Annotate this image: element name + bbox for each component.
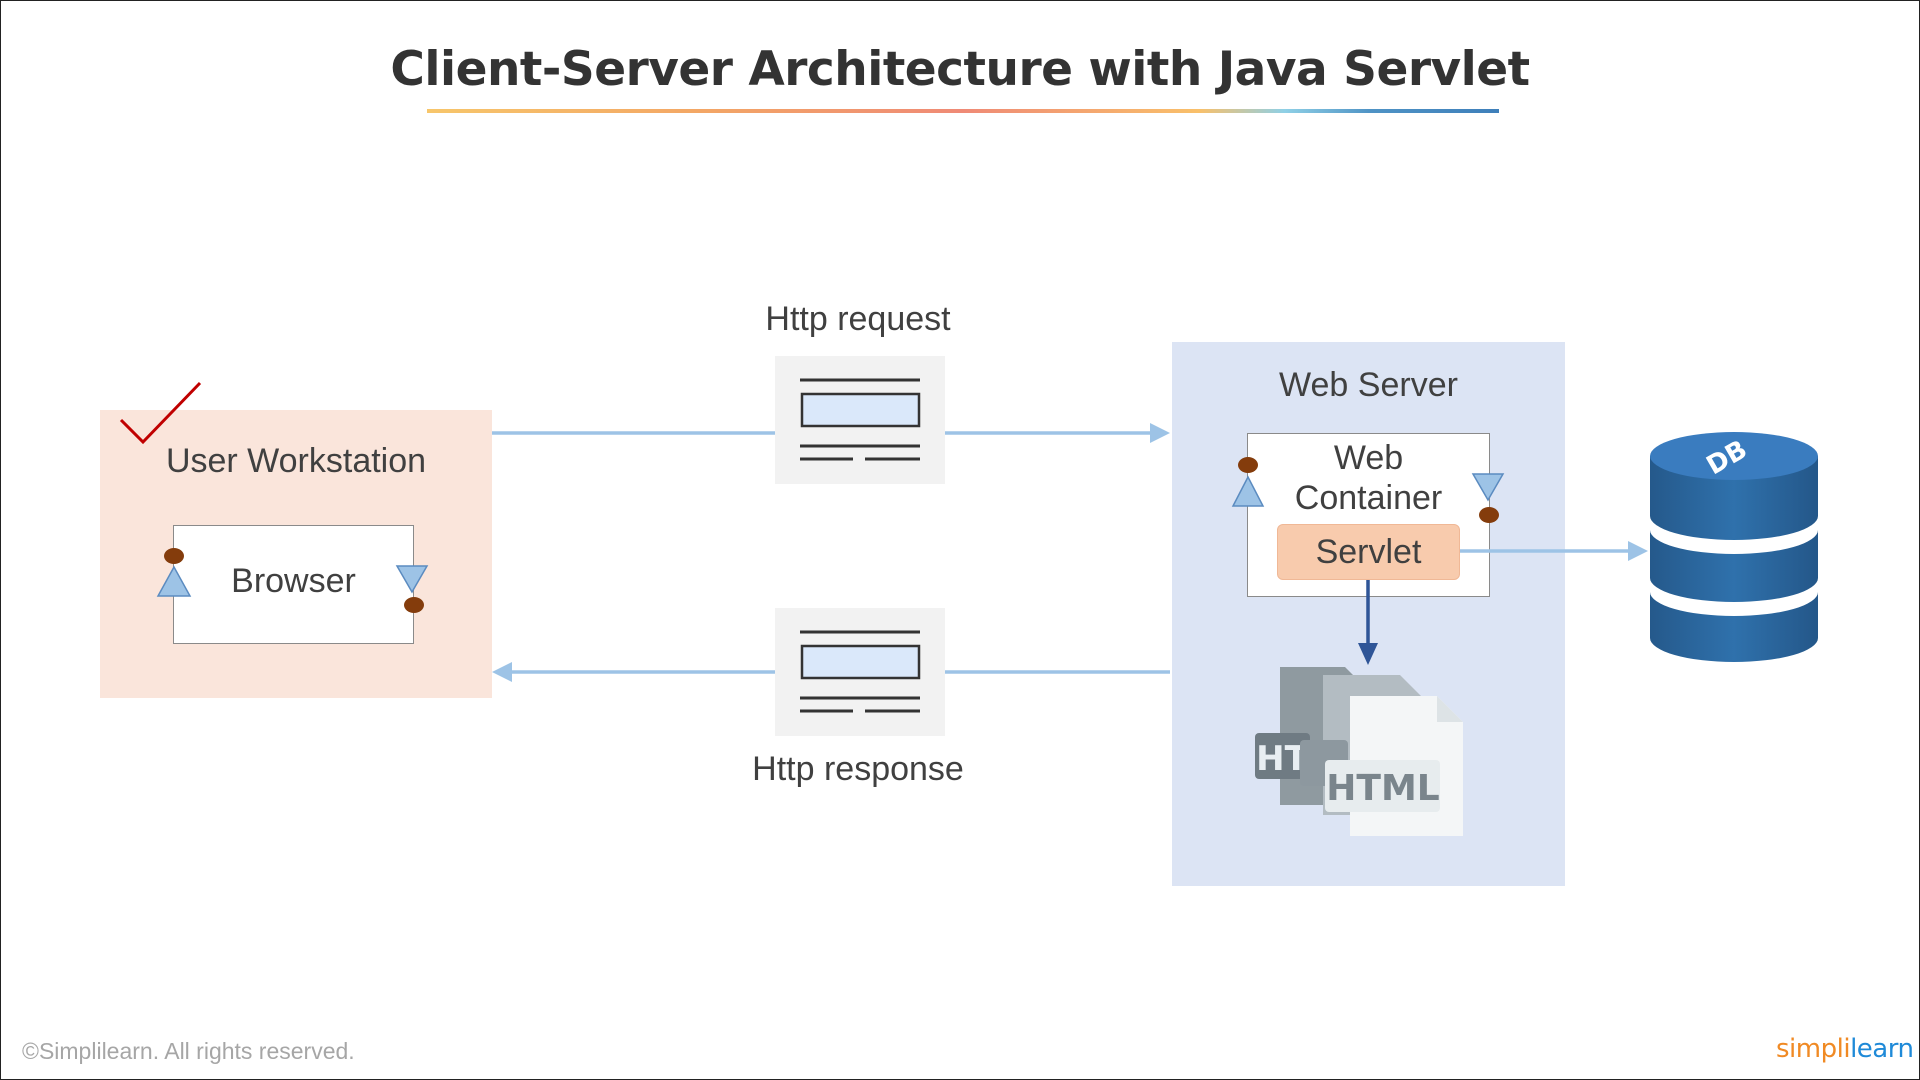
servlet-to-html-arrow xyxy=(1358,580,1378,665)
container-input-port-icon xyxy=(1231,457,1265,507)
slide-title: Client-Server Architecture with Java Ser… xyxy=(390,42,1530,97)
logo-part-simpl: simpl xyxy=(1776,1034,1844,1064)
http-response-label: Http response xyxy=(752,750,964,788)
http-response-arrow xyxy=(492,662,1170,682)
copyright-footer: ©Simplilearn. All rights reserved. xyxy=(22,1038,355,1064)
http-request-arrow xyxy=(492,423,1170,443)
html-back-label: HT xyxy=(1256,739,1308,779)
browser-output-port-icon xyxy=(395,565,429,613)
web-container-label-line1: Web xyxy=(1333,439,1404,477)
browser-label: Browser xyxy=(231,562,356,600)
html-doc-label: HTML xyxy=(1326,768,1439,809)
web-server-label: Web Server xyxy=(1279,366,1458,404)
checkmark-icon xyxy=(119,381,202,445)
web-container-label-line2: Container xyxy=(1294,479,1443,517)
user-workstation-label: User Workstation xyxy=(165,442,427,480)
html-files-icon: HT HTML xyxy=(1255,667,1463,836)
document-icon xyxy=(800,378,921,461)
http-request-label: Http request xyxy=(765,300,951,338)
web-container-label: Web Container xyxy=(1247,438,1490,518)
browser-input-port-icon xyxy=(156,548,192,597)
database-icon: DB xyxy=(1650,432,1818,662)
title-underline xyxy=(427,109,1499,113)
logo-part-i: i xyxy=(1843,1034,1851,1064)
simplilearn-logo: simplilearn xyxy=(1776,1034,1914,1064)
browser-box xyxy=(173,525,414,644)
servlet-to-db-arrow xyxy=(1460,541,1648,561)
servlet-box: Servlet xyxy=(1277,524,1460,580)
container-output-port-icon xyxy=(1471,473,1505,523)
logo-part-learn: learn xyxy=(1850,1034,1914,1064)
document-icon xyxy=(800,630,921,713)
